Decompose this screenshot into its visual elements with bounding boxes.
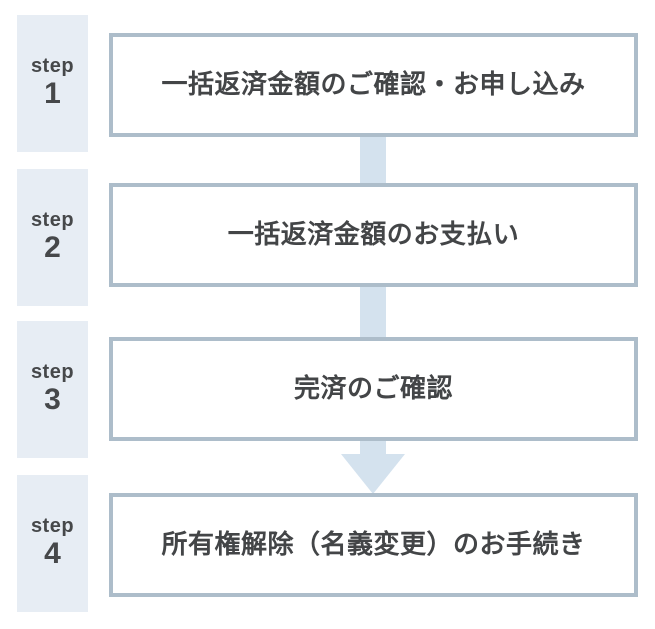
flow-box-label: 一括返済金額のお支払い: [227, 219, 520, 250]
connector-stem-step3-step4: [360, 441, 386, 455]
flow-box-step1: 一括返済金額のご確認・お申し込み: [109, 33, 638, 137]
step-label-1: step 1: [17, 15, 88, 152]
step-word: step: [30, 209, 75, 232]
step-word: step: [30, 361, 75, 384]
flow-box-label: 所有権解除（名義変更）のお手続き: [161, 529, 586, 560]
step-number: 2: [44, 231, 61, 265]
arrow-down-icon: [341, 454, 405, 494]
step-label-4: step 4: [17, 475, 88, 612]
step-word: step: [30, 55, 75, 78]
step-label-2: step 2: [17, 169, 88, 306]
connector-stem-step2-step3: [360, 287, 386, 337]
flow-box-label: 一括返済金額のご確認・お申し込み: [161, 69, 586, 100]
step-word: step: [30, 515, 75, 538]
step-label-3: step 3: [17, 321, 88, 458]
step-number: 1: [44, 77, 61, 111]
step-number: 4: [44, 537, 61, 571]
flow-box-label: 完済のご確認: [293, 373, 453, 404]
flow-box-step3: 完済のご確認: [109, 337, 638, 441]
flow-box-step4: 所有権解除（名義変更）のお手続き: [109, 493, 638, 597]
step-number: 3: [44, 383, 61, 417]
flow-box-step2: 一括返済金額のお支払い: [109, 183, 638, 287]
connector-stem-step1-step2: [360, 137, 386, 183]
